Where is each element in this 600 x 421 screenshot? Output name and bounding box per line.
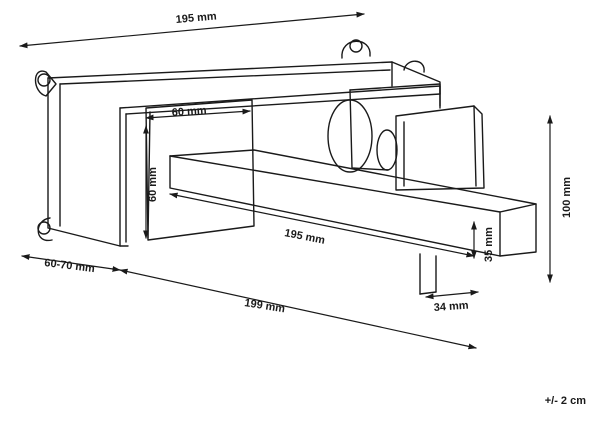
label-total-depth: 199 mm — [244, 297, 287, 315]
dim-line-plate-width — [145, 108, 251, 121]
dim-line-wall-depth — [21, 254, 121, 272]
label-wall-depth: 60-70 mm — [44, 257, 96, 275]
dim-line-spout-length — [169, 192, 475, 258]
label-plate-height: 60 mm — [147, 167, 159, 202]
dim-line-total-depth — [119, 268, 477, 350]
label-spout-length: 195 mm — [283, 227, 326, 247]
mixing-handle — [395, 105, 485, 191]
dimension-lines — [19, 11, 553, 350]
handle-mounting-plate — [349, 83, 441, 171]
label-spout-height: 35 mm — [483, 227, 495, 262]
spout-base-plate — [145, 99, 255, 241]
dim-line-top-width — [19, 11, 365, 49]
label-spout-width: 34 mm — [433, 300, 469, 314]
mounting-ear-top-left — [34, 70, 57, 97]
mounting-ear-bottom-left — [37, 217, 53, 241]
mounting-ear-top-right — [341, 39, 371, 59]
label-top-width: 195 mm — [175, 10, 217, 26]
handle-escutcheon — [327, 99, 398, 173]
mounting-ear-mid-right — [403, 60, 425, 73]
spout-stem — [419, 253, 437, 295]
spout — [169, 149, 537, 257]
label-plate-width: 60 mm — [171, 105, 207, 119]
label-height: 100 mm — [561, 177, 573, 218]
wall-cover-plate — [119, 85, 441, 247]
tolerance-note: +/- 2 cm — [544, 395, 586, 407]
